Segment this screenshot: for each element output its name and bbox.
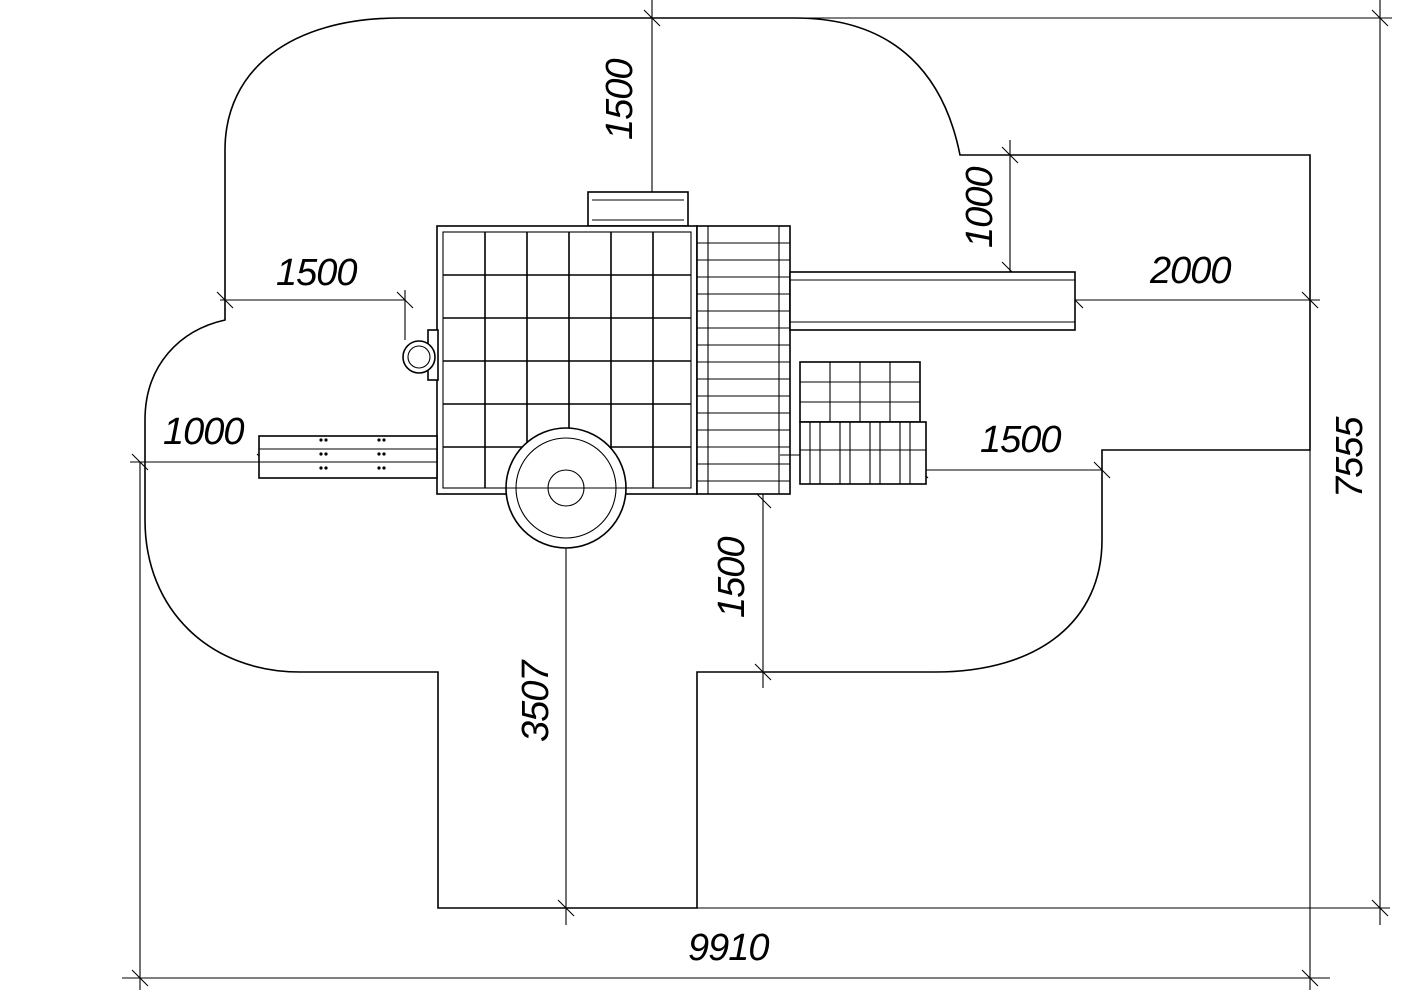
climbing-box — [799, 361, 921, 423]
playground-equipment — [258, 191, 1076, 549]
porthole — [402, 329, 439, 381]
dim-bottom-margin: 1500 — [711, 537, 753, 618]
dim-lower-offset: 3507 — [515, 659, 557, 742]
dim-top-margin: 1500 — [599, 59, 641, 140]
dimension-labels: 1500 1000 2000 1500 1000 1500 1500 3507 … — [163, 59, 1371, 969]
top-step — [587, 191, 689, 227]
wheel-tunnel — [505, 427, 627, 549]
dimension-ticks — [131, 9, 1389, 987]
plank-deck — [696, 225, 791, 495]
slide — [789, 271, 1076, 331]
dim-left-upper-margin: 1500 — [276, 252, 357, 294]
left-bench — [258, 435, 438, 479]
safety-zone-outline — [144, 17, 1311, 909]
dim-right-lower-margin: 1500 — [980, 419, 1061, 461]
dim-total-height: 7555 — [1329, 416, 1371, 498]
dim-total-width: 9910 — [688, 927, 769, 969]
dim-left-margin: 1000 — [163, 411, 244, 453]
dim-right-margin: 2000 — [1149, 250, 1231, 292]
dim-upper-right-margin: 1000 — [959, 167, 1001, 248]
extension-lines — [122, 0, 1392, 990]
stairs — [780, 421, 927, 485]
